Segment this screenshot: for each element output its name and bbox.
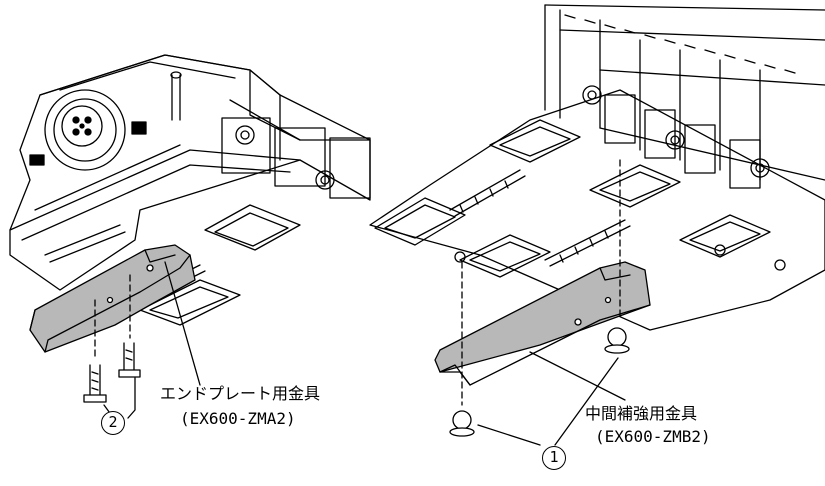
mid-reinforcement-bracket xyxy=(434,261,651,386)
left-manifold-unit xyxy=(9,54,371,326)
end-plate-bracket-label: エンドプレート用金具 xyxy=(160,384,321,403)
mid-bracket-label: 中間補強用金具 xyxy=(585,404,698,423)
mid-bracket-code: (EX600-ZMB2) xyxy=(595,427,711,446)
end-plate-bracket xyxy=(29,244,196,353)
callout-screw-1: 1 xyxy=(542,446,566,470)
right-manifold-unit xyxy=(369,4,825,331)
left-screws xyxy=(83,261,201,421)
right-screws xyxy=(449,159,630,446)
callout-screw-2: 2 xyxy=(101,411,125,435)
end-plate-bracket-code: (EX600-ZMA2) xyxy=(180,409,296,428)
